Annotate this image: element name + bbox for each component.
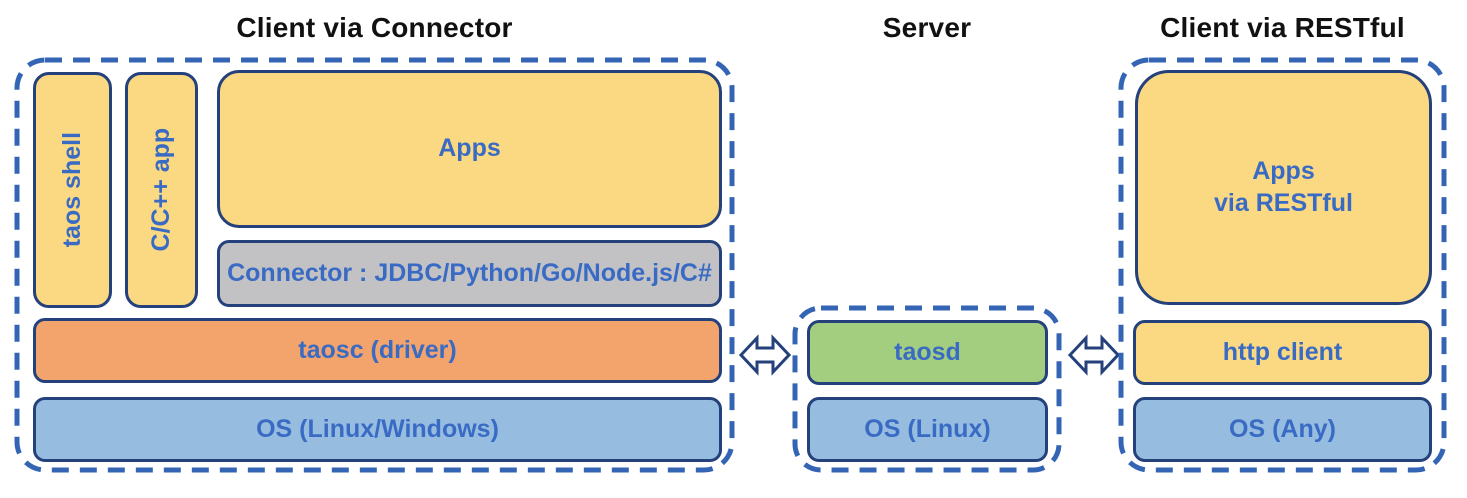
server-dashed-border — [792, 305, 1062, 473]
taosd-box: taosd — [807, 320, 1048, 385]
taosc-driver-label: taosc (driver) — [298, 335, 457, 364]
taos-shell-label: taos shell — [57, 132, 86, 248]
bidirectional-arrow-right-icon — [1068, 334, 1120, 376]
server-section: taosd OS (Linux) — [792, 305, 1062, 473]
os-any-box: OS (Any) — [1133, 397, 1432, 462]
os-linux-label: OS (Linux) — [864, 414, 991, 443]
taosd-label: taosd — [894, 337, 961, 366]
cpp-app-box: C/C++ app — [125, 72, 198, 308]
client-connector-section: taos shell C/C++ app Apps Connector : JD… — [14, 57, 735, 473]
http-client-label: http client — [1222, 337, 1343, 366]
client-connector-title: Client via Connector — [236, 12, 513, 43]
os-linux-windows-box: OS (Linux/Windows) — [33, 397, 722, 462]
apps-label: Apps — [438, 134, 501, 163]
os-any-label: OS (Any) — [1229, 414, 1336, 443]
bidirectional-arrow-left-icon — [739, 334, 791, 376]
client-restful-dashed-border — [1118, 57, 1447, 473]
client-restful-title: Client via RESTful — [1160, 12, 1405, 43]
cpp-app-label: C/C++ app — [146, 128, 175, 252]
connector-box: Connector : JDBC/Python/Go/Node.js/C# — [217, 240, 722, 307]
client-restful-section: Apps via RESTful http client OS (Any) — [1118, 57, 1447, 473]
connector-label: Connector : JDBC/Python/Go/Node.js/C# — [227, 258, 712, 287]
os-linux-windows-label: OS (Linux/Windows) — [256, 414, 499, 443]
client-connector-dashed-border — [14, 57, 735, 473]
taosc-driver-box: taosc (driver) — [33, 318, 722, 383]
apps-via-restful-label: Apps via RESTful — [1214, 157, 1353, 217]
apps-via-restful-box: Apps via RESTful — [1135, 70, 1432, 305]
http-client-box: http client — [1133, 320, 1432, 385]
server-title: Server — [882, 12, 972, 43]
os-linux-box: OS (Linux) — [807, 397, 1048, 462]
apps-box: Apps — [217, 70, 722, 228]
taos-shell-box: taos shell — [33, 72, 112, 308]
